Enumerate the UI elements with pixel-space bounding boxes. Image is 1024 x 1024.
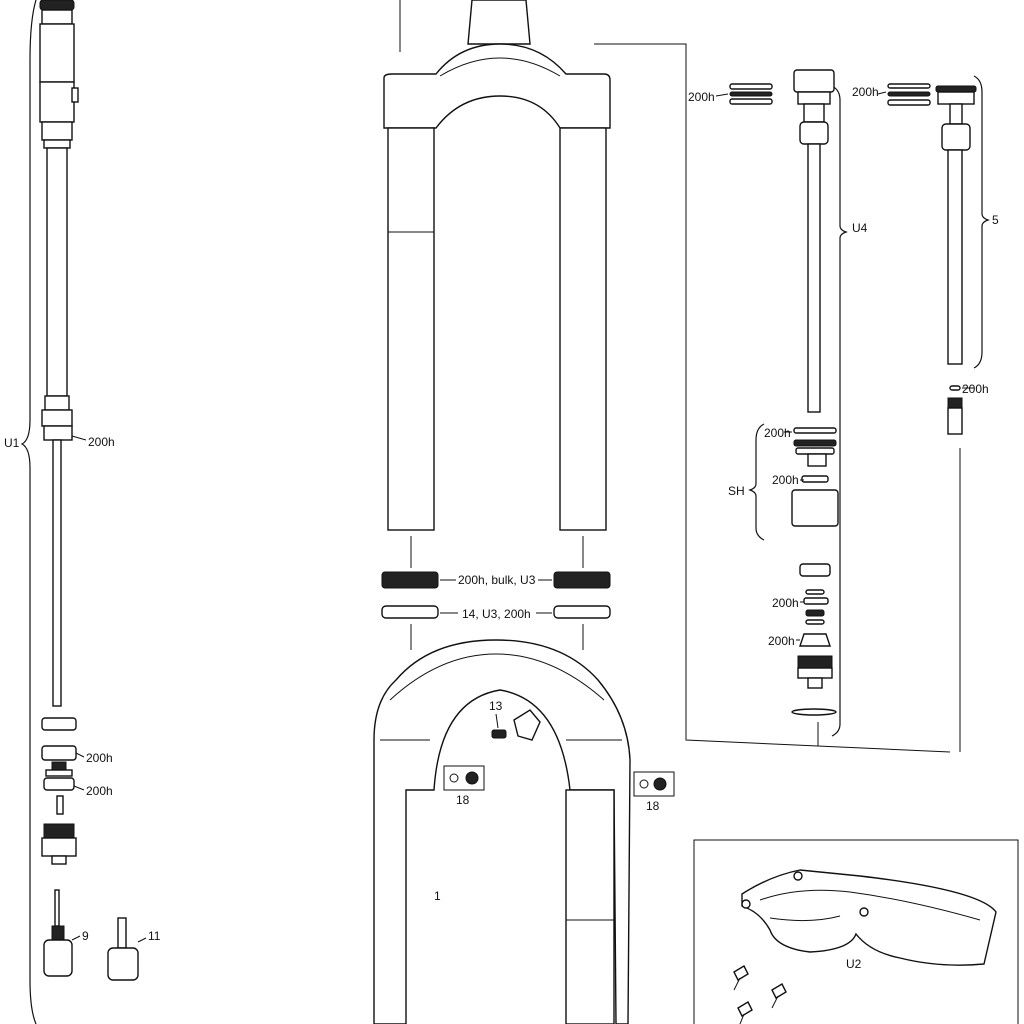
part-1-label: 1 xyxy=(434,889,441,903)
part-18-right-label: 18 xyxy=(646,799,660,813)
u1-200h-label-c: 200h xyxy=(86,784,113,798)
u2-screw xyxy=(771,983,787,1009)
part-5-label: 5 xyxy=(992,213,999,227)
sh-assembly: SH 200h 200h xyxy=(728,423,839,541)
u2-label: U2 xyxy=(846,957,862,971)
part-5-assembly: 5 200h 200h xyxy=(852,75,999,752)
tool-11: 11 xyxy=(107,917,161,981)
u2-fender-box: U2 xyxy=(693,839,1019,1024)
ring-label: 14, U3, 200h xyxy=(462,607,531,621)
tool-9-label: 9 xyxy=(82,929,89,943)
part-18-right: 18 xyxy=(633,771,675,813)
seal-kit-label: 200h, bulk, U3 xyxy=(458,573,536,587)
part-18-left-label: 18 xyxy=(456,793,470,807)
tool-11-label: 11 xyxy=(148,929,161,943)
u2-screw xyxy=(733,965,749,991)
sh-label: SH xyxy=(728,484,745,498)
u1-200h-label-a: 200h xyxy=(88,435,115,449)
sh-200h-label-b: 200h xyxy=(772,473,799,487)
part-18-left: 18 xyxy=(443,765,485,807)
u4-label: U4 xyxy=(852,221,868,235)
sh-200h-label-a: 200h xyxy=(764,426,791,440)
u1-200h-label-b: 200h xyxy=(86,751,113,765)
damper-200h-label-b: 200h xyxy=(768,634,795,648)
u4-air-spring-assembly: U4 200h xyxy=(594,43,951,753)
u1-label: U1 xyxy=(4,436,20,450)
u4-200h-label: 200h xyxy=(688,90,715,104)
u2-screw xyxy=(737,1001,753,1024)
tool-9: 9 xyxy=(43,889,89,977)
part-13: 13 xyxy=(489,699,541,741)
damper-small-parts: 200h 200h xyxy=(768,563,837,716)
part5-200h-label-a: 200h xyxy=(852,85,879,99)
part-13-label: 13 xyxy=(489,699,503,713)
crown-stanchion-assembly: 200h, bulk, U3 14, U3, 200h xyxy=(381,0,611,650)
u1-damper-assembly: U1 200h 200h 200h xyxy=(4,0,161,1024)
damper-200h-label-a: 200h xyxy=(772,596,799,610)
part5-200h-label-b: 200h xyxy=(962,382,989,396)
lower-leg-assembly: 1 13 18 18 xyxy=(373,639,675,1024)
